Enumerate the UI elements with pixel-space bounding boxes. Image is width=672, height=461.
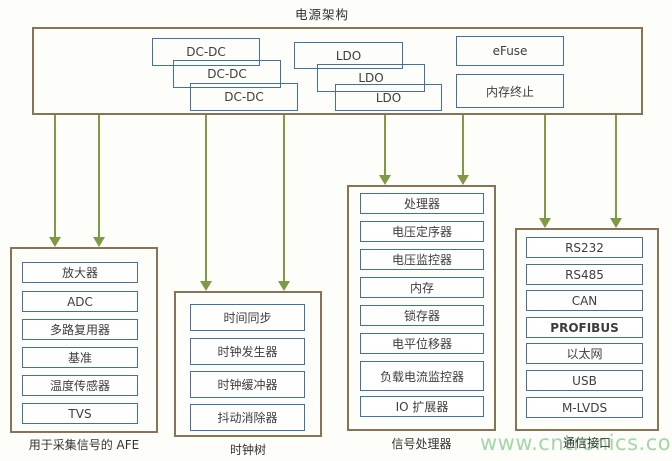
arrow-head-icon (457, 175, 469, 185)
signal-processor-group-box: 处理器 电压定序器 电压监控器 内存 锁存器 电平位移器 负载电流监控器 IO … (347, 185, 496, 431)
dc-dc-box-1: DC-DC (152, 38, 260, 66)
down-arrow-3 (200, 115, 212, 291)
clock-item-clock-generator: 时钟发生器 (190, 338, 305, 365)
dc-dc-box-2: DC-DC (173, 60, 281, 88)
afe-item-multiplexer: 多路复用器 (22, 319, 138, 340)
arrow-head-icon (610, 218, 622, 228)
down-arrow-5 (379, 115, 391, 185)
arrow-line (384, 115, 386, 175)
comm-item-can: CAN (526, 290, 643, 311)
comm-item-m-lvds: M-LVDS (526, 397, 643, 418)
arrow-line (615, 115, 617, 218)
afe-item-amplifier: 放大器 (22, 262, 138, 283)
comm-item-usb: USB (526, 370, 643, 391)
clock-tree-group-caption: 时钟树 (229, 443, 266, 457)
comm-interface-group-box: RS232 RS485 CAN PROFIBUS 以太网 USB M-LVDS (515, 228, 659, 431)
arrow-head-icon (379, 175, 391, 185)
signal-item-processor: 处理器 (360, 193, 484, 214)
comm-item-profibus: PROFIBUS (526, 317, 643, 338)
down-arrow-6 (457, 115, 469, 185)
ldo-box-3: LDO (335, 84, 442, 111)
down-arrow-8 (610, 115, 622, 228)
clock-item-jitter-cleaner: 抖动消除器 (190, 404, 305, 431)
power-architecture-container: DC-DC DC-DC DC-DC LDO LDO LDO eFuse 内存终止 (32, 27, 643, 115)
signal-item-voltage-sequencer: 电压定序器 (360, 221, 484, 242)
down-arrow-1 (49, 115, 61, 247)
arrow-line (283, 115, 285, 281)
afe-item-reference: 基准 (22, 347, 138, 368)
signal-item-voltage-monitor: 电压监控器 (360, 249, 484, 270)
comm-item-ethernet: 以太网 (526, 343, 643, 364)
arrow-line (544, 115, 546, 218)
down-arrow-2 (93, 115, 105, 247)
signal-item-load-current-monitor: 负载电流监控器 (360, 361, 484, 391)
arrow-head-icon (278, 281, 290, 291)
arrow-line (462, 115, 464, 175)
arrow-line (205, 115, 207, 281)
afe-group-box: 放大器 ADC 多路复用器 基准 温度传感器 TVS (10, 247, 158, 433)
afe-item-tvs: TVS (22, 403, 138, 424)
arrow-head-icon (93, 237, 105, 247)
afe-group-caption: 用于采集信号的 AFE (28, 438, 140, 452)
signal-item-level-shifter: 电平位移器 (360, 333, 484, 354)
ldo-box-2: LDO (317, 64, 425, 92)
clock-item-clock-buffer: 时钟缓冲器 (190, 371, 305, 398)
efuse-box: eFuse (456, 36, 564, 66)
arrow-head-icon (539, 218, 551, 228)
dc-dc-box-3: DC-DC (190, 83, 298, 111)
watermark: www.cntronics.com (480, 431, 672, 455)
signal-item-io-expander: IO 扩展器 (360, 396, 484, 417)
afe-item-adc: ADC (22, 291, 138, 312)
clock-item-time-sync: 时间同步 (190, 304, 305, 331)
signal-processor-group-caption: 信号处理器 (391, 437, 452, 451)
clock-tree-group-box: 时间同步 时钟发生器 时钟缓冲器 抖动消除器 (174, 291, 322, 437)
down-arrow-4 (278, 115, 290, 291)
signal-item-latch: 锁存器 (360, 305, 484, 326)
arrow-line (54, 115, 56, 237)
arrow-head-icon (49, 237, 61, 247)
arrow-head-icon (200, 281, 212, 291)
signal-item-memory: 内存 (360, 277, 484, 298)
arrow-line (98, 115, 100, 237)
down-arrow-7 (539, 115, 551, 228)
comm-item-rs485: RS485 (526, 264, 643, 285)
afe-item-temp-sensor: 温度传感器 (22, 375, 138, 396)
comm-interface-group-caption: 通信接口 (562, 436, 611, 450)
diagram-title: 电源架构 (294, 7, 349, 22)
ldo-box-1: LDO (294, 42, 403, 69)
comm-item-rs232: RS232 (526, 237, 643, 258)
memory-termination-box: 内存终止 (456, 74, 564, 108)
